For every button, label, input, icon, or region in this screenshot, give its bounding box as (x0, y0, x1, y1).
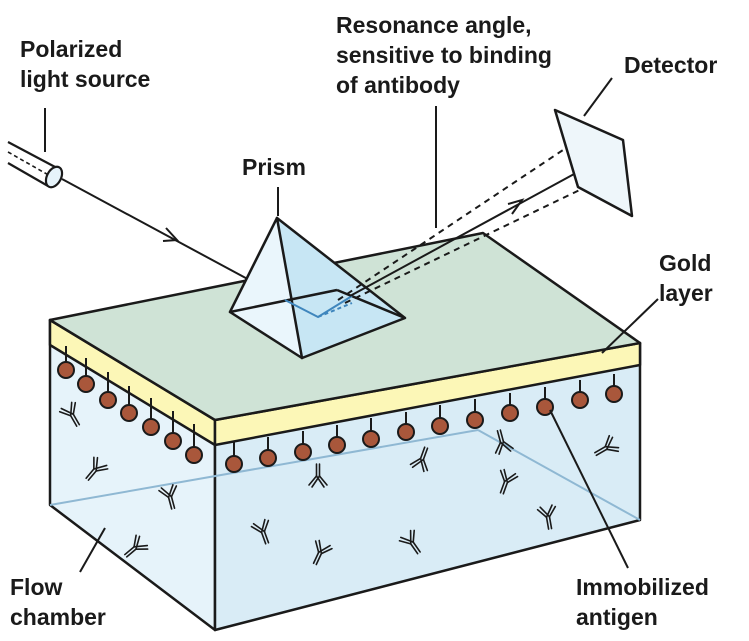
prism (228, 216, 407, 360)
label-immobilized-antigen: Immobilized antigen (576, 574, 709, 630)
reflected-beams (337, 139, 599, 304)
label-prism: Prism (242, 154, 306, 180)
label-gold-layer: Gold layer (659, 250, 713, 306)
flow-leader (79, 527, 106, 573)
label-flow-chamber: Flow chamber (10, 574, 106, 630)
chamber-inner-edges (49, 429, 641, 521)
antigen-side-row (225, 374, 623, 473)
antigens (57, 346, 623, 473)
beam-in-prism (284, 295, 353, 319)
label-detector: Detector (624, 52, 718, 78)
antigen-leader (549, 409, 629, 569)
prism-face-right (275, 216, 407, 360)
leader-lines (79, 106, 659, 573)
detector (553, 108, 634, 218)
light-source (7, 141, 64, 189)
label-light-source: Polarized light source (20, 36, 151, 92)
label-resonance-angle: Resonance angle, sensitive to binding of… (336, 12, 552, 98)
antigen-front-row (57, 346, 203, 464)
gold-leader (601, 298, 659, 354)
detector-leader (583, 77, 613, 117)
